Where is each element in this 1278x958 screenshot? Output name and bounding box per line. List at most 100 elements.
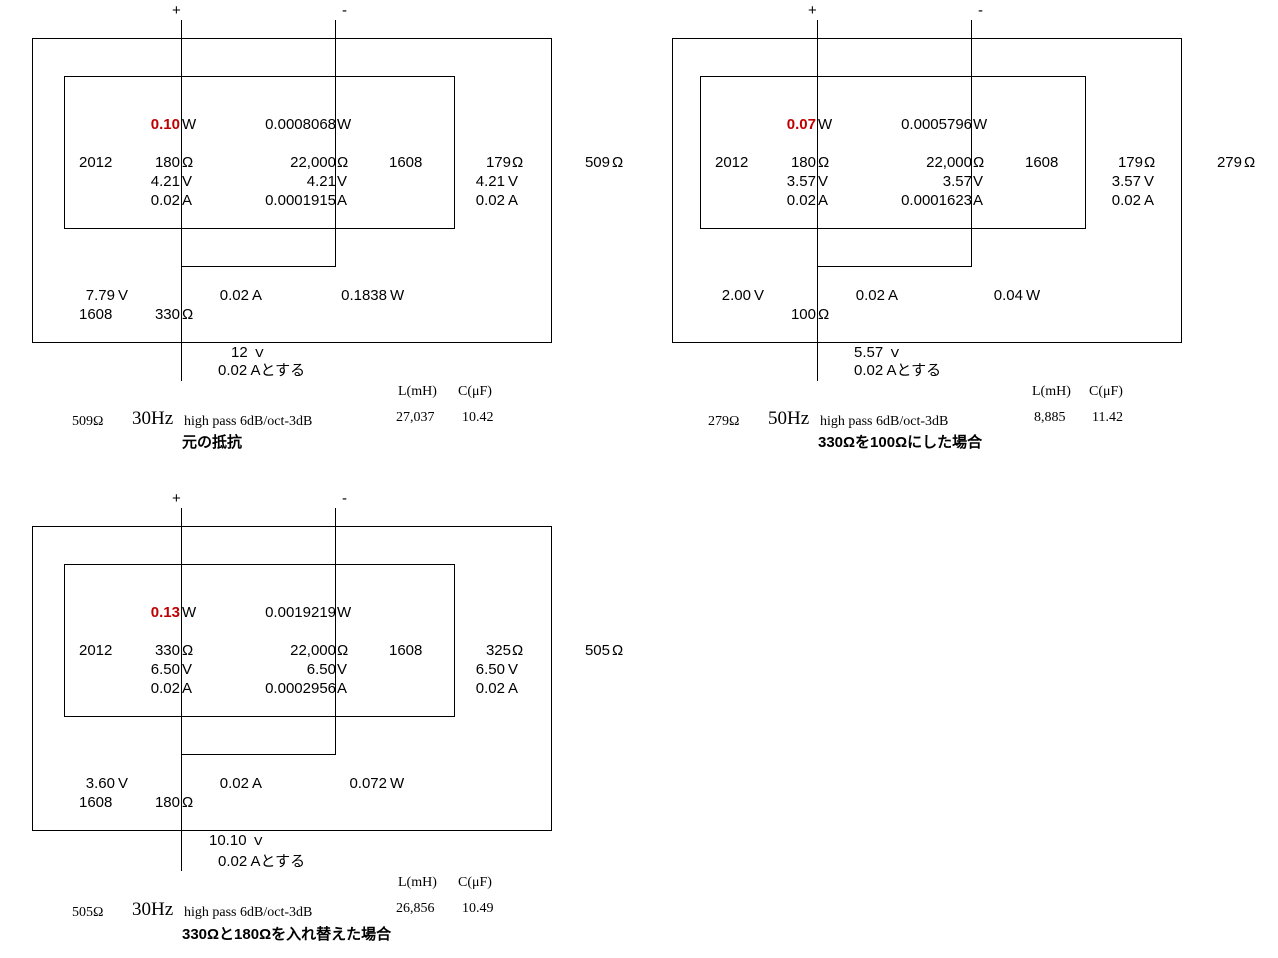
volt-unit: V [1144, 173, 1155, 190]
bleeder-resistor-value: 22,000 [926, 154, 972, 171]
minus-terminal-label: - [342, 490, 347, 507]
main-resistor-current: 0.02 [786, 192, 816, 209]
bleeder-resistor-power: 0.0019219 [265, 604, 336, 621]
supply-current: 0.02 Aとする [218, 853, 306, 870]
bleeder-resistor-voltage: 4.21 [306, 173, 336, 190]
chip-size-right: 1608 [389, 642, 423, 659]
volt-unit: V [818, 173, 829, 190]
chip-size-left: 2012 [715, 154, 749, 171]
amp-unit: A [252, 287, 263, 304]
panel-caption: 330Ωと180Ωを入れ替えた場合 [182, 926, 392, 943]
supply-voltage: 10.10 ｖ [209, 832, 266, 849]
ohm-unit: Ω [612, 154, 624, 171]
capacitance-header: C(μF) [1089, 384, 1123, 399]
chip-size-right: 1608 [389, 154, 423, 171]
ohm-unit: Ω [818, 154, 830, 171]
filter-type: high pass 6dB/oct-3dB [184, 414, 313, 429]
supply-voltage: 5.57 ｖ [854, 344, 903, 361]
plus-wire [181, 508, 182, 871]
series-resistor-value: 180 [154, 794, 180, 811]
parallel-voltage: 6.50 [475, 661, 505, 678]
power-unit: W [182, 116, 197, 133]
ohm-unit: Ω [337, 642, 349, 659]
series-chip-size: 1608 [79, 306, 113, 323]
inductance-header: L(mH) [398, 384, 437, 399]
ohm-unit: Ω [512, 154, 524, 171]
power-unit: W [337, 604, 352, 621]
capacitance-value: 10.42 [462, 410, 494, 425]
main-resistor-value: 180 [154, 154, 180, 171]
amp-unit: A [508, 192, 519, 209]
volt-unit: V [182, 173, 193, 190]
bleeder-resistor-voltage: 6.50 [306, 661, 336, 678]
bleeder-resistor-current: 0.0001915 [265, 192, 336, 209]
main-resistor-value: 180 [790, 154, 816, 171]
filter-impedance: 509Ω [72, 414, 104, 429]
parallel-resistor-frame [64, 564, 455, 717]
volt-unit: V [508, 661, 519, 678]
amp-unit: A [888, 287, 899, 304]
power-unit: W [337, 116, 352, 133]
inductance-value: 8,885 [1034, 410, 1066, 425]
main-resistor-current: 0.02 [150, 680, 180, 697]
capacitance-header: C(μF) [458, 384, 492, 399]
ohm-unit: Ω [818, 306, 830, 323]
supply-current: 0.02 Aとする [218, 362, 306, 379]
series-chip-size: 1608 [79, 794, 113, 811]
bleeder-resistor-power: 0.0005796 [901, 116, 972, 133]
minus-terminal-label: - [342, 2, 347, 19]
cutoff-frequency: 50Hz [768, 408, 810, 429]
series-resistor-voltage: 2.00 [721, 287, 751, 304]
inductance-header: L(mH) [1032, 384, 1071, 399]
main-resistor-voltage: 3.57 [786, 173, 816, 190]
filter-impedance: 279Ω [708, 414, 740, 429]
series-resistor-power: 0.04 [993, 287, 1023, 304]
volt-unit: V [337, 661, 348, 678]
plus-terminal-label: + [808, 2, 817, 19]
outer-circuit-frame [32, 38, 552, 343]
plus-terminal-label: + [172, 2, 181, 19]
main-resistor-voltage: 6.50 [150, 661, 180, 678]
series-resistor-power: 0.072 [349, 775, 387, 792]
volt-unit: V [337, 173, 348, 190]
filter-type: high pass 6dB/oct-3dB [184, 905, 313, 920]
parallel-voltage: 3.57 [1111, 173, 1141, 190]
amp-unit: A [182, 680, 193, 697]
main-resistor-voltage: 4.21 [150, 173, 180, 190]
ohm-unit: Ω [182, 794, 194, 811]
inductance-value: 26,856 [396, 901, 435, 916]
main-resistor-current: 0.02 [150, 192, 180, 209]
main-resistor-power: 0.07 [786, 116, 816, 133]
inductance-value: 27,037 [396, 410, 435, 425]
series-current: 0.02 [219, 287, 249, 304]
bleeder-resistor-current: 0.0001623 [901, 192, 972, 209]
series-resistor-power: 0.1838 [341, 287, 387, 304]
return-wire [181, 754, 336, 755]
amp-unit: A [1144, 192, 1155, 209]
circuit-panel-100ohm: + - 0.07 W 0.0005796 W 2012 180 Ω 22,000… [636, 0, 1276, 470]
parallel-current: 0.02 [475, 680, 505, 697]
plus-terminal-label: + [172, 490, 181, 507]
series-resistor-voltage: 7.79 [85, 287, 115, 304]
parallel-current: 0.02 [475, 192, 505, 209]
ohm-unit: Ω [182, 154, 194, 171]
capacitance-value: 11.42 [1092, 410, 1123, 425]
bleeder-resistor-voltage: 3.57 [942, 173, 972, 190]
volt-unit: V [182, 661, 193, 678]
ohm-unit: Ω [337, 154, 349, 171]
power-unit: W [1026, 287, 1041, 304]
series-current: 0.02 [219, 775, 249, 792]
series-resistor-voltage: 3.60 [85, 775, 115, 792]
volt-unit: V [508, 173, 519, 190]
chip-size-left: 2012 [79, 154, 113, 171]
power-unit: W [390, 775, 405, 792]
supply-current: 0.02 Aとする [854, 362, 942, 379]
cutoff-frequency: 30Hz [132, 899, 174, 920]
capacitance-header: C(μF) [458, 875, 492, 890]
minus-wire [335, 508, 336, 755]
power-unit: W [182, 604, 197, 621]
volt-unit: V [973, 173, 984, 190]
ohm-unit: Ω [182, 642, 194, 659]
return-wire [181, 266, 336, 267]
chip-size-right: 1608 [1025, 154, 1059, 171]
